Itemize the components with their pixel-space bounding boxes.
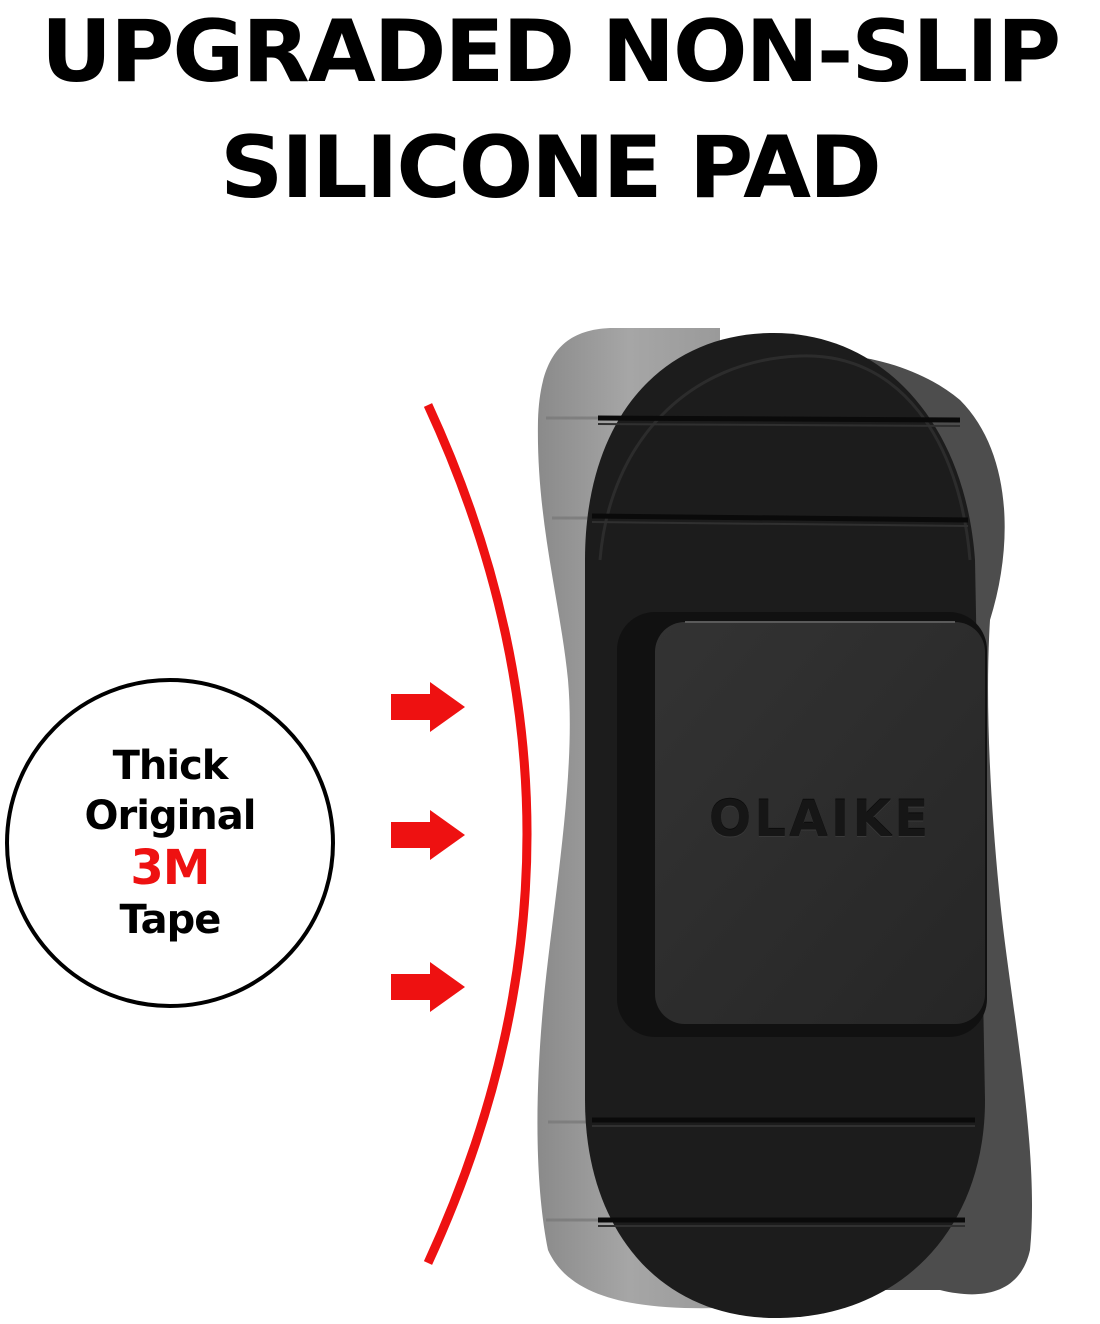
brand-logo: OLAIKE [708,790,932,848]
arrow-right-icon [391,962,465,1012]
arrow-right-icon [391,682,465,732]
arrow-right-icon [391,810,465,860]
badge-line-thick: Thick [112,743,229,789]
curved-line-icon [423,403,532,1265]
headline-line-2: SILICONE PAD [220,118,882,218]
badge-line-original: Original [84,793,257,839]
badge-line-tape: Tape [119,897,222,943]
mount-face [655,622,985,1024]
badge-line-3m: 3M [130,840,210,896]
headline-line-1: UPGRADED NON-SLIP [40,2,1061,102]
tape-badge: Thick Original 3M Tape [5,678,335,1008]
